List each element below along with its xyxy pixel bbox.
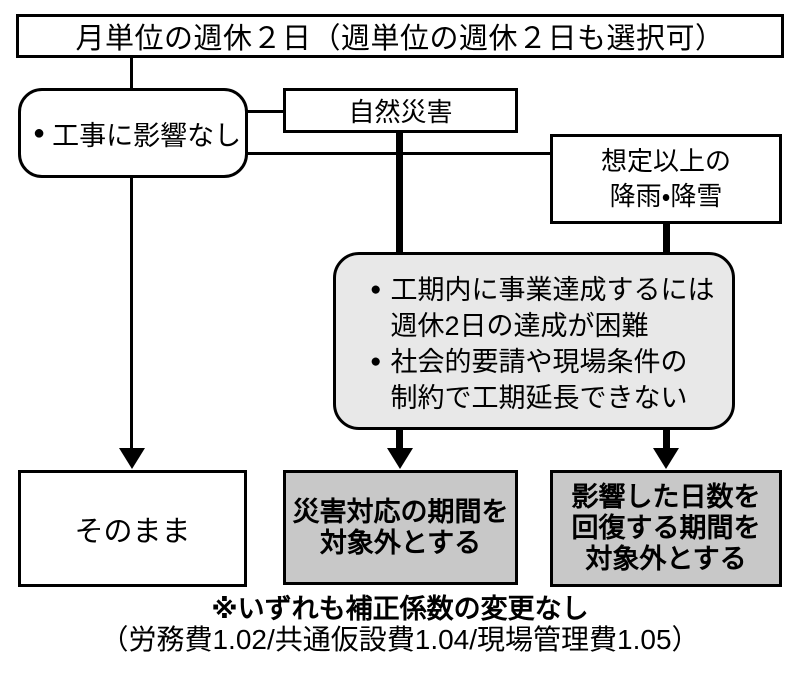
node-natural-disaster: 自然災害 [283, 88, 518, 133]
constraint-1-line1: 工期内に事業達成するには [390, 275, 715, 305]
constraint-2-line2: 制約で工期延長できない [390, 383, 688, 413]
arrow-line-constraints-to-disaster-outcome [396, 429, 403, 449]
constraint-item: ● 工期内に事業達成するには 週休2日の達成が困難 [370, 272, 724, 344]
footnote-line1: ※いずれも補正係数の変更なし [211, 594, 589, 624]
arrowhead-down-icon [387, 448, 413, 469]
node-outcome-disaster-period: 災害対応の期間を 対象外とする [283, 470, 518, 585]
connector-disaster-to-constraints [396, 131, 403, 252]
bullet-icon: ● [370, 351, 382, 372]
bullet-icon: ● [33, 121, 46, 144]
title-box: 月単位の週休２日（週単位の週休２日も選択可） [16, 14, 784, 58]
node-excess-precipitation: 想定以上の 降雨・降雪 [550, 134, 782, 224]
node-outcome-recover-line3: 対象外とする [585, 544, 747, 574]
connector-no-impact-to-disaster [245, 110, 283, 113]
node-outcome-recover-line1: 影響した日数を [571, 482, 761, 512]
node-outcome-recover-line2: 回復する期間を [571, 513, 761, 543]
connector-precip-to-constraints [663, 222, 670, 252]
constraint-text: 工期内に事業達成するには 週休2日の達成が困難 [390, 272, 714, 344]
constraint-2-line1: 社会的要請や現場条件の [390, 347, 688, 377]
arrowhead-down-icon [119, 448, 145, 469]
node-excess-precipitation-line1: 想定以上の [600, 146, 731, 176]
footnote: ※いずれも補正係数の変更なし （労務費1.02/共通仮設費1.04/現場管理費1… [0, 594, 800, 656]
arrow-line-constraints-to-recover-outcome [663, 429, 670, 449]
diagram-title: 月単位の週休２日（週単位の週休２日も選択可） [75, 23, 725, 55]
node-no-impact: ● 工事に影響なし [18, 88, 248, 178]
arrow-line-no-impact-to-keep [130, 176, 133, 449]
footnote-line2: （労務費1.02/共通仮設費1.04/現場管理費1.05） [100, 624, 700, 655]
constraint-text: 社会的要請や現場条件の 制約で工期延長できない [390, 344, 687, 416]
node-outcome-keep: そのまま [18, 470, 247, 587]
node-outcome-keep-label: そのまま [74, 515, 191, 548]
node-outcome-disaster-line1: 災害対応の期間を [292, 496, 509, 527]
constraint-item: ● 社会的要請や現場条件の 制約で工期延長できない [370, 344, 724, 416]
bullet-icon: ● [370, 279, 382, 300]
node-outcome-disaster-line2: 対象外とする [319, 527, 482, 558]
constraint-1-line2: 週休2日の達成が困難 [390, 311, 649, 341]
node-natural-disaster-label: 自然災害 [348, 97, 453, 127]
node-constraints: ● 工期内に事業達成するには 週休2日の達成が困難 ● 社会的要請や現場条件の … [333, 252, 735, 430]
arrowhead-down-icon [653, 448, 679, 469]
connector-title-to-no-impact [130, 58, 133, 88]
node-outcome-recovery-period: 影響した日数を 回復する期間を 対象外とする [550, 470, 782, 587]
node-excess-precipitation-line2: 降雨・降雪 [609, 181, 723, 211]
node-no-impact-label: 工事に影響なし [52, 120, 242, 151]
